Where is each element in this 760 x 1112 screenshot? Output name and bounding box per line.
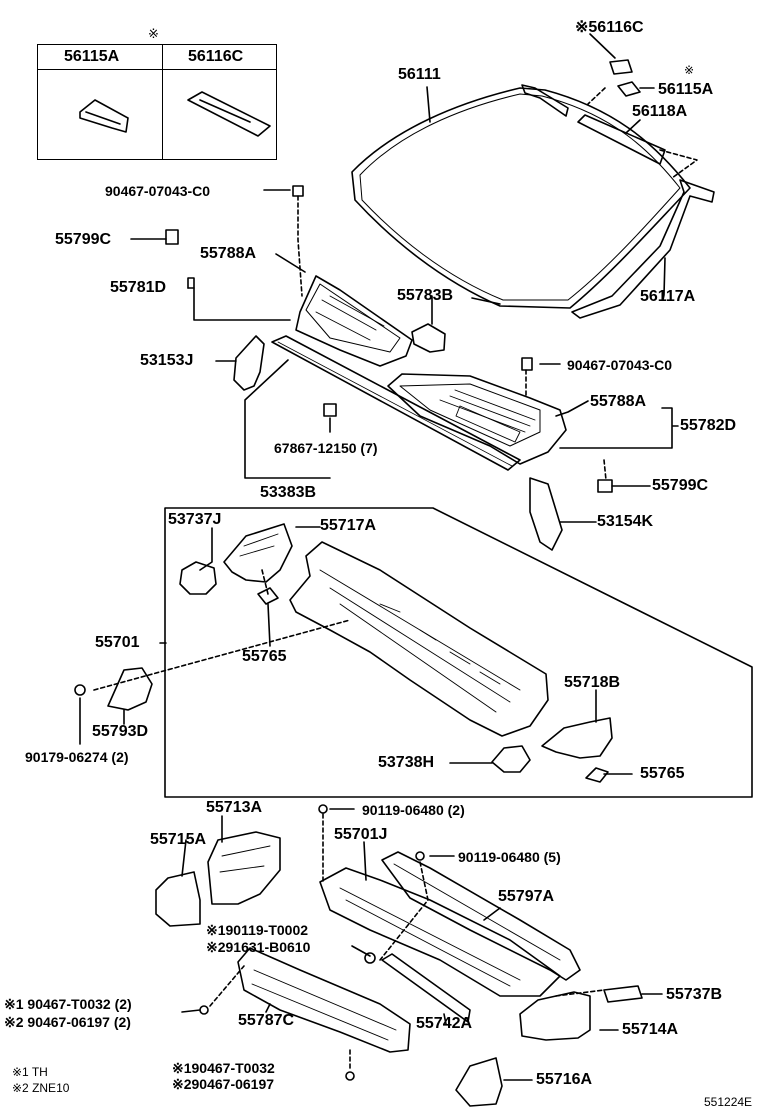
cowl-panel-55701 xyxy=(289,541,549,737)
plug-55737b xyxy=(603,985,643,1003)
bracket-55716a xyxy=(455,1057,503,1107)
label-67867-12150: 67867-12150 (7) xyxy=(274,440,378,456)
label-55783b: 55783B xyxy=(397,287,454,304)
diagram-id: 551224E xyxy=(704,1095,753,1109)
label-56116c-top: ※56116C xyxy=(575,19,644,36)
label-90467-t0032-a: ※1 90467-T0032 (2) xyxy=(4,996,132,1012)
strip-55742a xyxy=(381,953,471,1023)
cowl-louver-left xyxy=(295,275,413,367)
hinge-bracket-53153j xyxy=(233,335,265,391)
clip-56116c xyxy=(609,59,633,75)
label-55717a: 55717A xyxy=(320,517,377,534)
label-55716a: 55716A xyxy=(536,1071,593,1088)
bracket-53738h xyxy=(491,745,531,773)
label-55787c: 55787C xyxy=(238,1012,295,1029)
cowl-louver-right xyxy=(387,373,567,465)
label-90467-06197-b: ※290467-06197 xyxy=(172,1076,275,1092)
bracket-53737j xyxy=(179,561,217,595)
label-55781d: 55781D xyxy=(110,279,167,296)
label-56111: 56111 xyxy=(398,66,441,83)
legend-note-1: ※1 TH xyxy=(12,1065,48,1079)
bracket-55714a xyxy=(519,991,591,1041)
label-55799c-b: 55799C xyxy=(652,477,709,494)
inset-divider-vertical xyxy=(162,45,164,159)
label-55742a: 55742A xyxy=(416,1015,473,1032)
label-91631-b0610: ※291631-B0610 xyxy=(206,939,311,955)
hinge-bracket-53154k xyxy=(529,477,563,551)
bracket-55783b xyxy=(411,323,446,353)
label-55799c-a: 55799C xyxy=(55,231,112,248)
label-55782d: 55782D xyxy=(680,417,737,434)
spacer-55765-b xyxy=(585,767,609,783)
label-90119-06480-b: 90119-06480 (5) xyxy=(458,849,561,865)
bracket-55717a xyxy=(223,523,293,583)
label-56117a: 56117A xyxy=(640,288,696,305)
label-53737j: 53737J xyxy=(168,511,222,528)
label-90119-t0002: ※190119-T0002 xyxy=(206,922,309,938)
label-55797a: 55797A xyxy=(498,888,555,905)
panel-55797a xyxy=(381,851,581,981)
windshield-glass-inner xyxy=(359,93,681,301)
label-90467-07043-c0-b: 90467-07043-C0 xyxy=(567,357,673,373)
inset-divider-horizontal xyxy=(38,69,276,71)
legend-note-2: ※2 ZNE10 xyxy=(12,1081,70,1095)
spacer-55765-a xyxy=(257,587,279,605)
inset-col-56116c: 56116C xyxy=(188,48,244,65)
cowl-seal-53383b xyxy=(271,335,521,471)
label-90467-t0032-b: ※190467-T0032 xyxy=(172,1060,275,1076)
bracket-55713a xyxy=(207,831,281,905)
label-55715a: 55715A xyxy=(150,831,207,848)
frame-box-55701 xyxy=(164,507,753,798)
bracket-55718b xyxy=(541,717,613,759)
inset-table: 56115A 56116C xyxy=(37,44,277,160)
label-55765-a: 55765 xyxy=(242,648,287,665)
panel-55701j xyxy=(319,867,561,997)
label-90467-07043-c0-a: 90467-07043-C0 xyxy=(105,183,211,199)
label-55701j: 55701J xyxy=(334,826,388,843)
label-53154k: 53154K xyxy=(597,513,654,530)
windshield-glass xyxy=(351,87,691,309)
windshield-molding xyxy=(571,179,715,319)
label-53738h: 53738H xyxy=(378,754,435,771)
label-55788a-a: 55788A xyxy=(200,245,257,262)
inset-part-56116c xyxy=(187,91,271,137)
inset-part-56115a xyxy=(79,99,129,133)
windshield-weatherstrip xyxy=(521,84,569,117)
label-55793d: 55793D xyxy=(92,723,149,740)
clip-56115a xyxy=(617,81,641,97)
panel-55787c xyxy=(237,947,411,1053)
grille-mesh xyxy=(455,405,521,443)
label-56118a: 56118A xyxy=(632,103,688,120)
label-55765-b: 55765 xyxy=(640,765,685,782)
label-53383b: 53383B xyxy=(260,484,317,501)
bracket-55715a xyxy=(155,871,201,927)
bracket-55793d xyxy=(107,667,153,711)
label-90467-06197-a: ※2 90467-06197 (2) xyxy=(4,1014,131,1030)
label-55714a: 55714A xyxy=(622,1021,679,1038)
label-55713a: 55713A xyxy=(206,799,263,816)
label-56115a: 56115A xyxy=(658,81,714,98)
label-56115a-mark: ※ xyxy=(684,63,695,77)
label-55701: 55701 xyxy=(95,634,140,651)
label-53153j: 53153J xyxy=(140,352,194,369)
inset-col-56115a: 56115A xyxy=(64,48,120,65)
label-55788a-b: 55788A xyxy=(590,393,647,410)
dam-seal xyxy=(577,114,666,165)
label-90179-06274: 90179-06274 (2) xyxy=(25,749,129,765)
inset-note-mark: ※ xyxy=(148,26,159,41)
label-55737b: 55737B xyxy=(666,986,723,1003)
label-55718b: 55718B xyxy=(564,674,621,691)
label-90119-06480-a: 90119-06480 (2) xyxy=(362,802,465,818)
